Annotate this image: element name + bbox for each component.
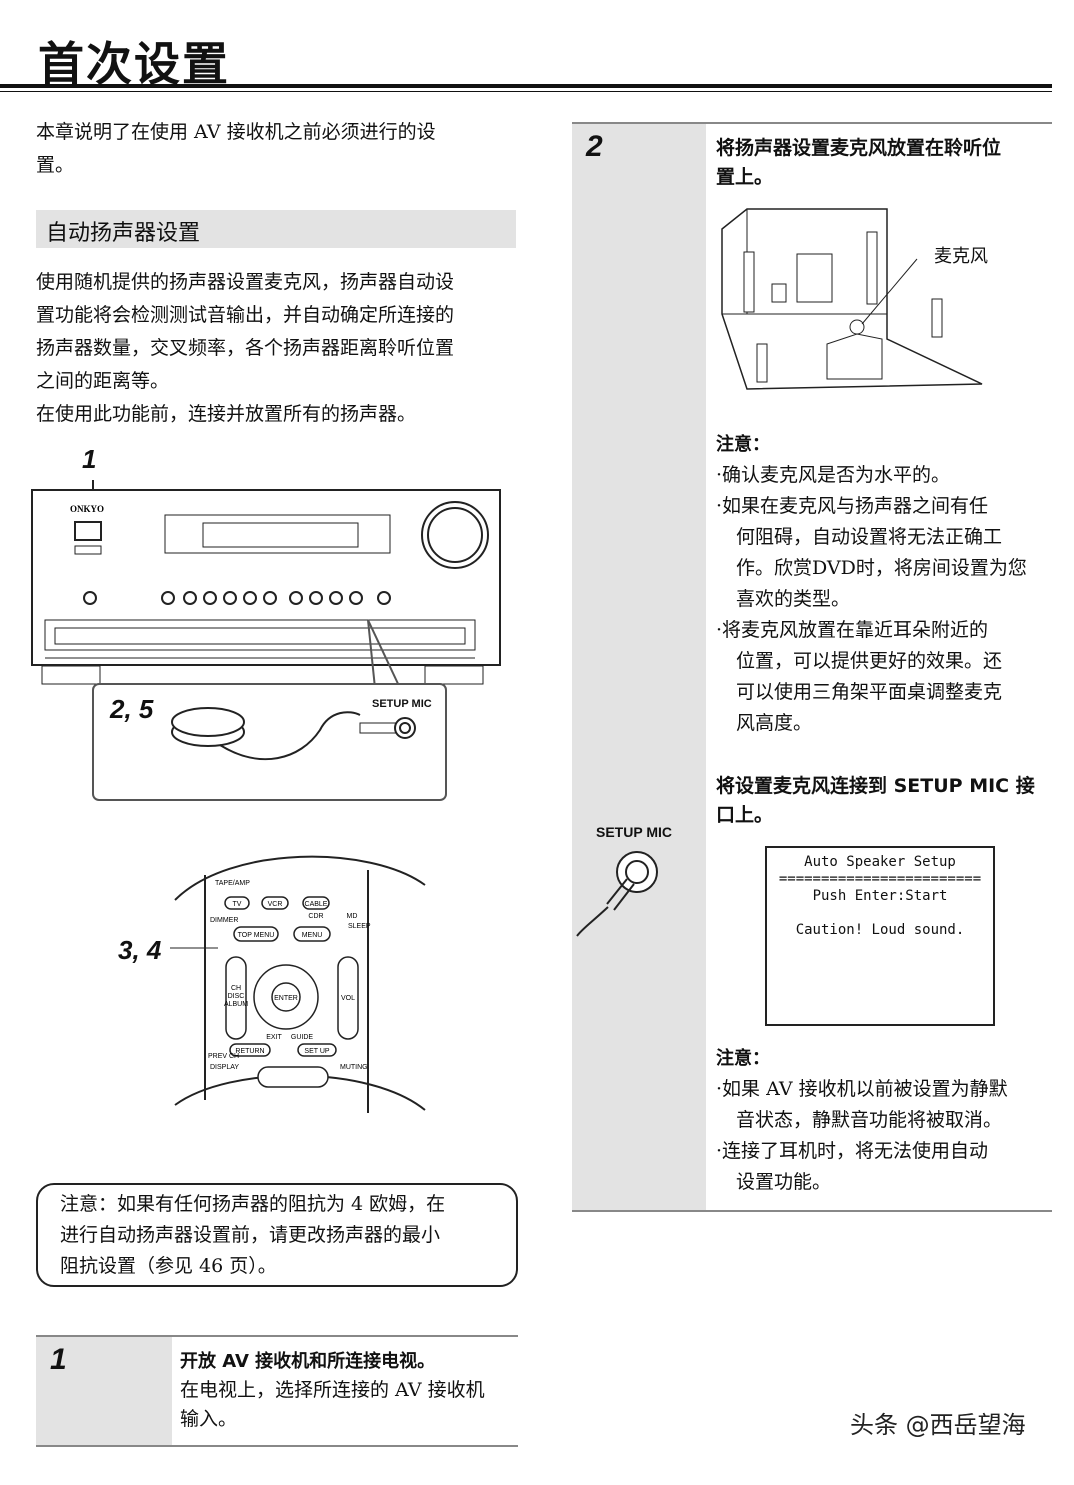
tape-amp-label: TAPE/AMP (215, 880, 250, 887)
step-1: 1 开放 AV 接收机和所连接电视。 在电视上，选择所连接的 AV 接收机 输入… (36, 1335, 518, 1447)
watermark: 头条 @西岳望海 (850, 1411, 1026, 1439)
step-heading: 开放 AV 接收机和所连接电视。 (180, 1351, 436, 1372)
callout-2-5: 2, 5 (110, 694, 154, 724)
note-item: 位置，可以提供更好的效果。还 (736, 650, 1003, 672)
mic-label: 麦克风 (934, 246, 988, 267)
screen-line: ======================== (778, 871, 982, 887)
step-body: 输入。 (180, 1408, 238, 1430)
note-title: 注意： (716, 1048, 770, 1069)
intro-line: 本章说明了在使用 AV 接收机之前必须进行的设 (36, 121, 436, 143)
body-line: 扬声器数量，交叉频率，各个扬声器距离聆听位置 (36, 337, 455, 359)
screen-line: Caution! Loud sound. (795, 922, 965, 938)
menu-button-label: MENU (302, 932, 323, 939)
setup-mic-jack-label: SETUP MIC (596, 824, 672, 840)
note-item: 风高度。 (736, 712, 813, 734)
title-rule-thin (0, 91, 1052, 92)
intro-line: 置。 (36, 154, 75, 176)
note-item: 作。欣赏DVD时，将房间设置为您 (736, 557, 1027, 579)
note-item: ·如果 AV 接收机以前被设置为静默 (716, 1078, 1008, 1100)
disc-label: DISC (228, 993, 245, 1000)
note-title: 注意： (716, 434, 770, 455)
impedance-note: 注意：如果有任何扬声器的阻抗为 4 欧姆，在 进行自动扬声器设置前，请更改扬声器… (36, 1183, 518, 1287)
note-line: 注意：如果有任何扬声器的阻抗为 4 欧姆，在 (60, 1193, 446, 1215)
body-line: 在使用此功能前，连接并放置所有的扬声器。 (36, 403, 417, 425)
cable-button-label: CABLE (305, 901, 328, 908)
step-number: 2 (572, 124, 706, 1210)
connect-heading: 将设置麦克风连接到 SETUP MIC 接 (716, 775, 1035, 797)
screen-line (767, 905, 993, 922)
tv-button-label: TV (233, 901, 242, 908)
callout-3-4: 3, 4 (118, 935, 162, 965)
brand-logo: ONKYO (70, 504, 104, 514)
vcr-button-label: VCR (268, 901, 283, 908)
room-illustration (721, 208, 983, 390)
enter-button-label: ENTER (274, 995, 298, 1002)
title-rule (0, 84, 1052, 88)
body-line: 之间的距离等。 (36, 370, 170, 392)
note-item: 可以使用三角架平面桌调整麦克 (736, 681, 1003, 703)
exit-label: EXIT (266, 1034, 282, 1041)
note-item: ·确认麦克风是否为水平的。 (716, 464, 951, 486)
setup-mic-label: SETUP MIC (372, 698, 432, 710)
section-heading: 自动扬声器设置 (36, 210, 516, 248)
top-menu-button-label: TOP MENU (238, 932, 275, 939)
guide-label: GUIDE (291, 1034, 314, 1041)
remote-illustration: TAPE/AMP TV VCR CABLE CDR MD DIMMER SLEE… (170, 855, 426, 1113)
vol-label: VOL (341, 995, 355, 1002)
setup-mic-jack-icon (576, 851, 658, 937)
page-title: 首次设置 (38, 37, 230, 91)
screen-line: Push Enter:Start (812, 888, 948, 904)
setup-screen: Auto Speaker Setup =====================… (765, 846, 995, 1026)
receiver-illustration: ONKYO (31, 480, 501, 801)
ch-label: CH (231, 985, 241, 992)
step-2: 2 将扬声器设置麦克风放置在聆听位 置上。 麦克风 注意： ·确认麦克风是否为水… (572, 122, 1052, 1212)
screen-line: Auto Speaker Setup (804, 854, 956, 870)
note-item: ·将麦克风放置在靠近耳朵附近的 (716, 619, 989, 641)
callout-1: 1 (82, 444, 97, 474)
cdr-label: CDR (308, 913, 323, 920)
note-line: 进行自动扬声器设置前，请更改扬声器的最小 (60, 1224, 441, 1246)
prev-ch-label: PREV CH (208, 1053, 239, 1060)
step-number: 1 (36, 1337, 172, 1445)
section-body: 使用随机提供的扬声器设置麦克风，扬声器自动设 置功能将会检测测试音输出，并自动确… (36, 266, 454, 431)
step-body: 在电视上，选择所连接的 AV 接收机 (180, 1379, 485, 1401)
note-item: 何阻碍，自动设置将无法正确工 (736, 526, 1003, 548)
sleep-label: SLEEP (348, 923, 371, 930)
note-item: 喜欢的类型。 (736, 588, 851, 610)
note-item: 音状态，静默音功能将被取消。 (736, 1109, 1003, 1131)
intro-text: 本章说明了在使用 AV 接收机之前必须进行的设 置。 (36, 116, 436, 182)
note-item: ·连接了耳机时，将无法使用自动 (716, 1140, 989, 1162)
step-heading: 置上。 (716, 166, 774, 188)
note-line: 阻抗设置（参见 46 页）。 (60, 1255, 277, 1277)
muting-label: MUTING (340, 1064, 368, 1071)
setup-button-label: SET UP (304, 1048, 329, 1055)
album-label: ALBUM (224, 1001, 248, 1008)
dimmer-label: DIMMER (210, 917, 238, 924)
return-button-label: RETURN (235, 1048, 264, 1055)
step-heading: 将扬声器设置麦克风放置在聆听位 (716, 137, 1002, 159)
body-line: 置功能将会检测测试音输出，并自动确定所连接的 (36, 304, 455, 326)
note-item: 设置功能。 (736, 1171, 832, 1193)
connect-heading: 口上。 (716, 804, 774, 826)
display-label: DISPLAY (210, 1064, 239, 1071)
note-item: ·如果在麦克风与扬声器之间有任 (716, 495, 989, 517)
md-label: MD (347, 913, 358, 920)
body-line: 使用随机提供的扬声器设置麦克风，扬声器自动设 (36, 271, 455, 293)
